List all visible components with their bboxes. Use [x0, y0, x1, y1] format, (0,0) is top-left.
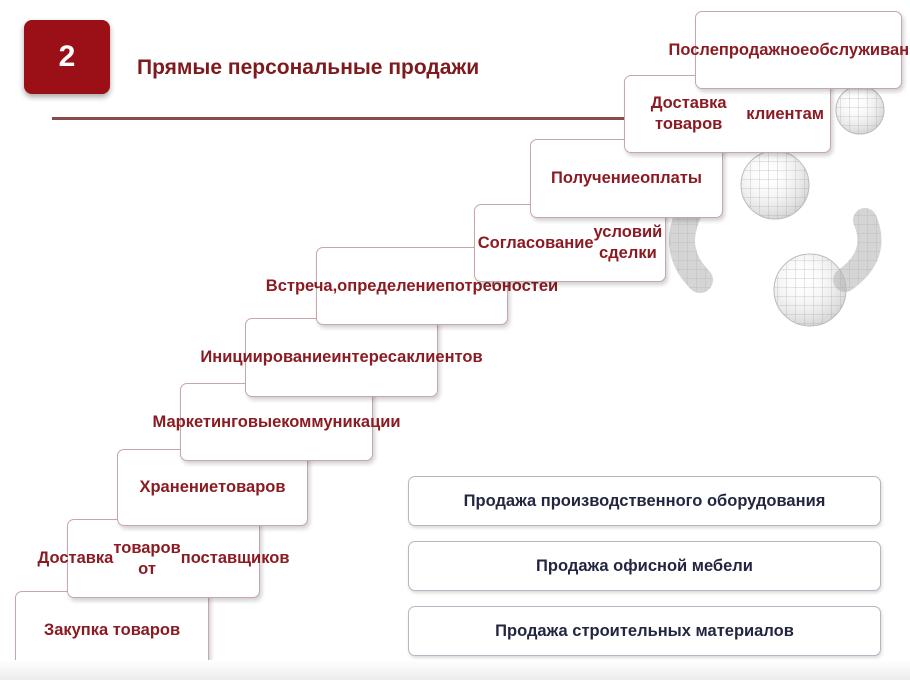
- step-label-line: интереса: [331, 348, 407, 367]
- step-purchase-goods: Закупка товаров: [15, 591, 209, 669]
- step-label-line: поставщиков: [180, 549, 290, 568]
- step-storage: Хранение товаров: [117, 449, 308, 526]
- step-label-line: Послепродажное: [668, 40, 810, 59]
- step-label-line: товаров: [218, 478, 286, 497]
- category-building-materials: Продажа строительных материалов: [408, 606, 881, 656]
- step-label-line: Маркетинговые: [152, 412, 282, 431]
- slide-title: Прямые персональные продажи: [137, 56, 480, 79]
- step-label-line: Доставка товаров: [650, 94, 727, 133]
- step-label-line: клиентов: [406, 348, 483, 367]
- title-divider: [52, 117, 752, 120]
- mesh-sphere-bottom: [773, 253, 847, 327]
- decorative-sphere-graphic: [669, 85, 885, 327]
- step-label-line: Получение: [551, 169, 641, 188]
- mesh-sphere-middle: [740, 150, 810, 220]
- step-interest-initiation: Инициирование интереса клиентов: [200, 318, 483, 397]
- category-industrial-equipment: Продажа производственного оборудования: [408, 476, 881, 526]
- step-label-line: Инициирование: [200, 348, 332, 367]
- step-label-line: коммуникации: [281, 412, 401, 431]
- step-label-line: Согласование: [477, 233, 594, 252]
- step-label-line: Встреча,: [265, 276, 338, 295]
- step-label-line: Хранение: [139, 478, 219, 497]
- step-label-line: Закупка товаров: [43, 620, 181, 639]
- step-label-line: условий сделки: [593, 223, 663, 262]
- step-label-line: клиентам: [746, 104, 824, 123]
- step-label-line: обслуживание: [809, 40, 910, 59]
- step-after-sales-service: Послепродажное обслуживание: [669, 11, 910, 89]
- step-label-line: оплаты: [640, 169, 702, 188]
- step-label-line: определение: [337, 276, 445, 295]
- category-office-furniture: Продажа офисной мебели: [408, 541, 881, 591]
- slide-number-badge: 2: [24, 20, 110, 94]
- bottom-shadow-strip: [0, 660, 910, 680]
- mesh-arc: [669, 197, 882, 293]
- mesh-sphere-top: [835, 85, 885, 135]
- step-label-line: товаров от: [113, 538, 181, 578]
- step-supplier-delivery: Доставка товаров от поставщиков: [38, 519, 289, 598]
- step-meeting-needs: Встреча, определение потребностей: [266, 247, 558, 325]
- step-label-line: Доставка: [37, 549, 114, 568]
